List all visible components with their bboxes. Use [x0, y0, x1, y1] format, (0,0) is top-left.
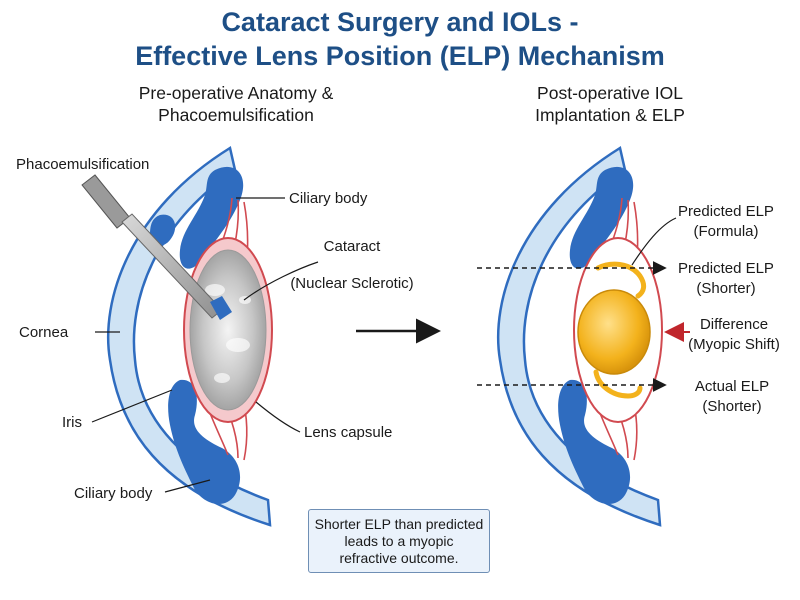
label-difference-1: Difference	[700, 316, 768, 333]
label-iris: Iris	[62, 414, 82, 431]
left-heading-line-1: Pre-operative Anatomy &	[138, 83, 334, 103]
note-line-3: refractive outcome.	[339, 550, 459, 566]
conclusion-note: Shorter ELP than predicted leads to a my…	[308, 509, 490, 573]
phaco-probe	[81, 174, 232, 320]
right-panel-heading: Post-operative IOL Implantation & ELP	[460, 82, 760, 126]
left-panel-heading: Pre-operative Anatomy & Phacoemulsificat…	[86, 82, 386, 126]
left-upper-iris	[150, 214, 176, 246]
label-pred-shorter-2: (Shorter)	[696, 280, 755, 297]
left-lower-tissue	[168, 379, 241, 505]
label-ciliary-body-top: Ciliary body	[289, 190, 368, 207]
label-cataract-line-2: (Nuclear Sclerotic)	[290, 275, 413, 292]
label-lens-capsule: Lens capsule	[304, 424, 392, 441]
right-upper-tissue	[569, 166, 634, 269]
label-pred-shorter-1: Predicted ELP	[678, 260, 774, 277]
iol-optic	[577, 289, 651, 375]
title-line-2: Effective Lens Position (ELP) Mechanism	[135, 41, 665, 71]
label-ciliary-body-bottom: Ciliary body	[74, 485, 153, 502]
left-heading-line-2: Phacoemulsification	[158, 105, 314, 125]
title-line-1: Cataract Surgery and IOLs -	[221, 7, 579, 37]
label-cataract-line-1: Cataract	[324, 238, 382, 255]
cataract-opacities	[205, 284, 251, 383]
iol-haptic-top	[595, 261, 647, 299]
right-heading-line-2: Implantation & ELP	[535, 105, 685, 125]
right-cornea	[496, 146, 662, 527]
left-cataract	[189, 249, 267, 411]
left-eye	[81, 146, 273, 527]
label-difference-2: (Myopic Shift)	[688, 336, 780, 353]
iol-haptic-bottom	[593, 369, 643, 399]
right-heading-line-1: Post-operative IOL	[537, 83, 683, 103]
label-phaco: Phacoemulsification	[16, 156, 149, 173]
label-actual-2: (Shorter)	[702, 398, 761, 415]
note-line-2: leads to a myopic	[344, 533, 454, 549]
right-eye	[477, 146, 690, 527]
left-upper-tissue	[179, 166, 244, 269]
label-pred-formula-2: (Formula)	[693, 223, 758, 240]
leader-lines	[91, 197, 677, 493]
right-lower-tissue	[558, 379, 631, 505]
label-cornea: Cornea	[19, 324, 69, 341]
label-actual-1: Actual ELP	[695, 378, 769, 395]
note-line-1: Shorter ELP than predicted	[314, 516, 484, 532]
label-pred-formula-1: Predicted ELP	[678, 203, 774, 220]
